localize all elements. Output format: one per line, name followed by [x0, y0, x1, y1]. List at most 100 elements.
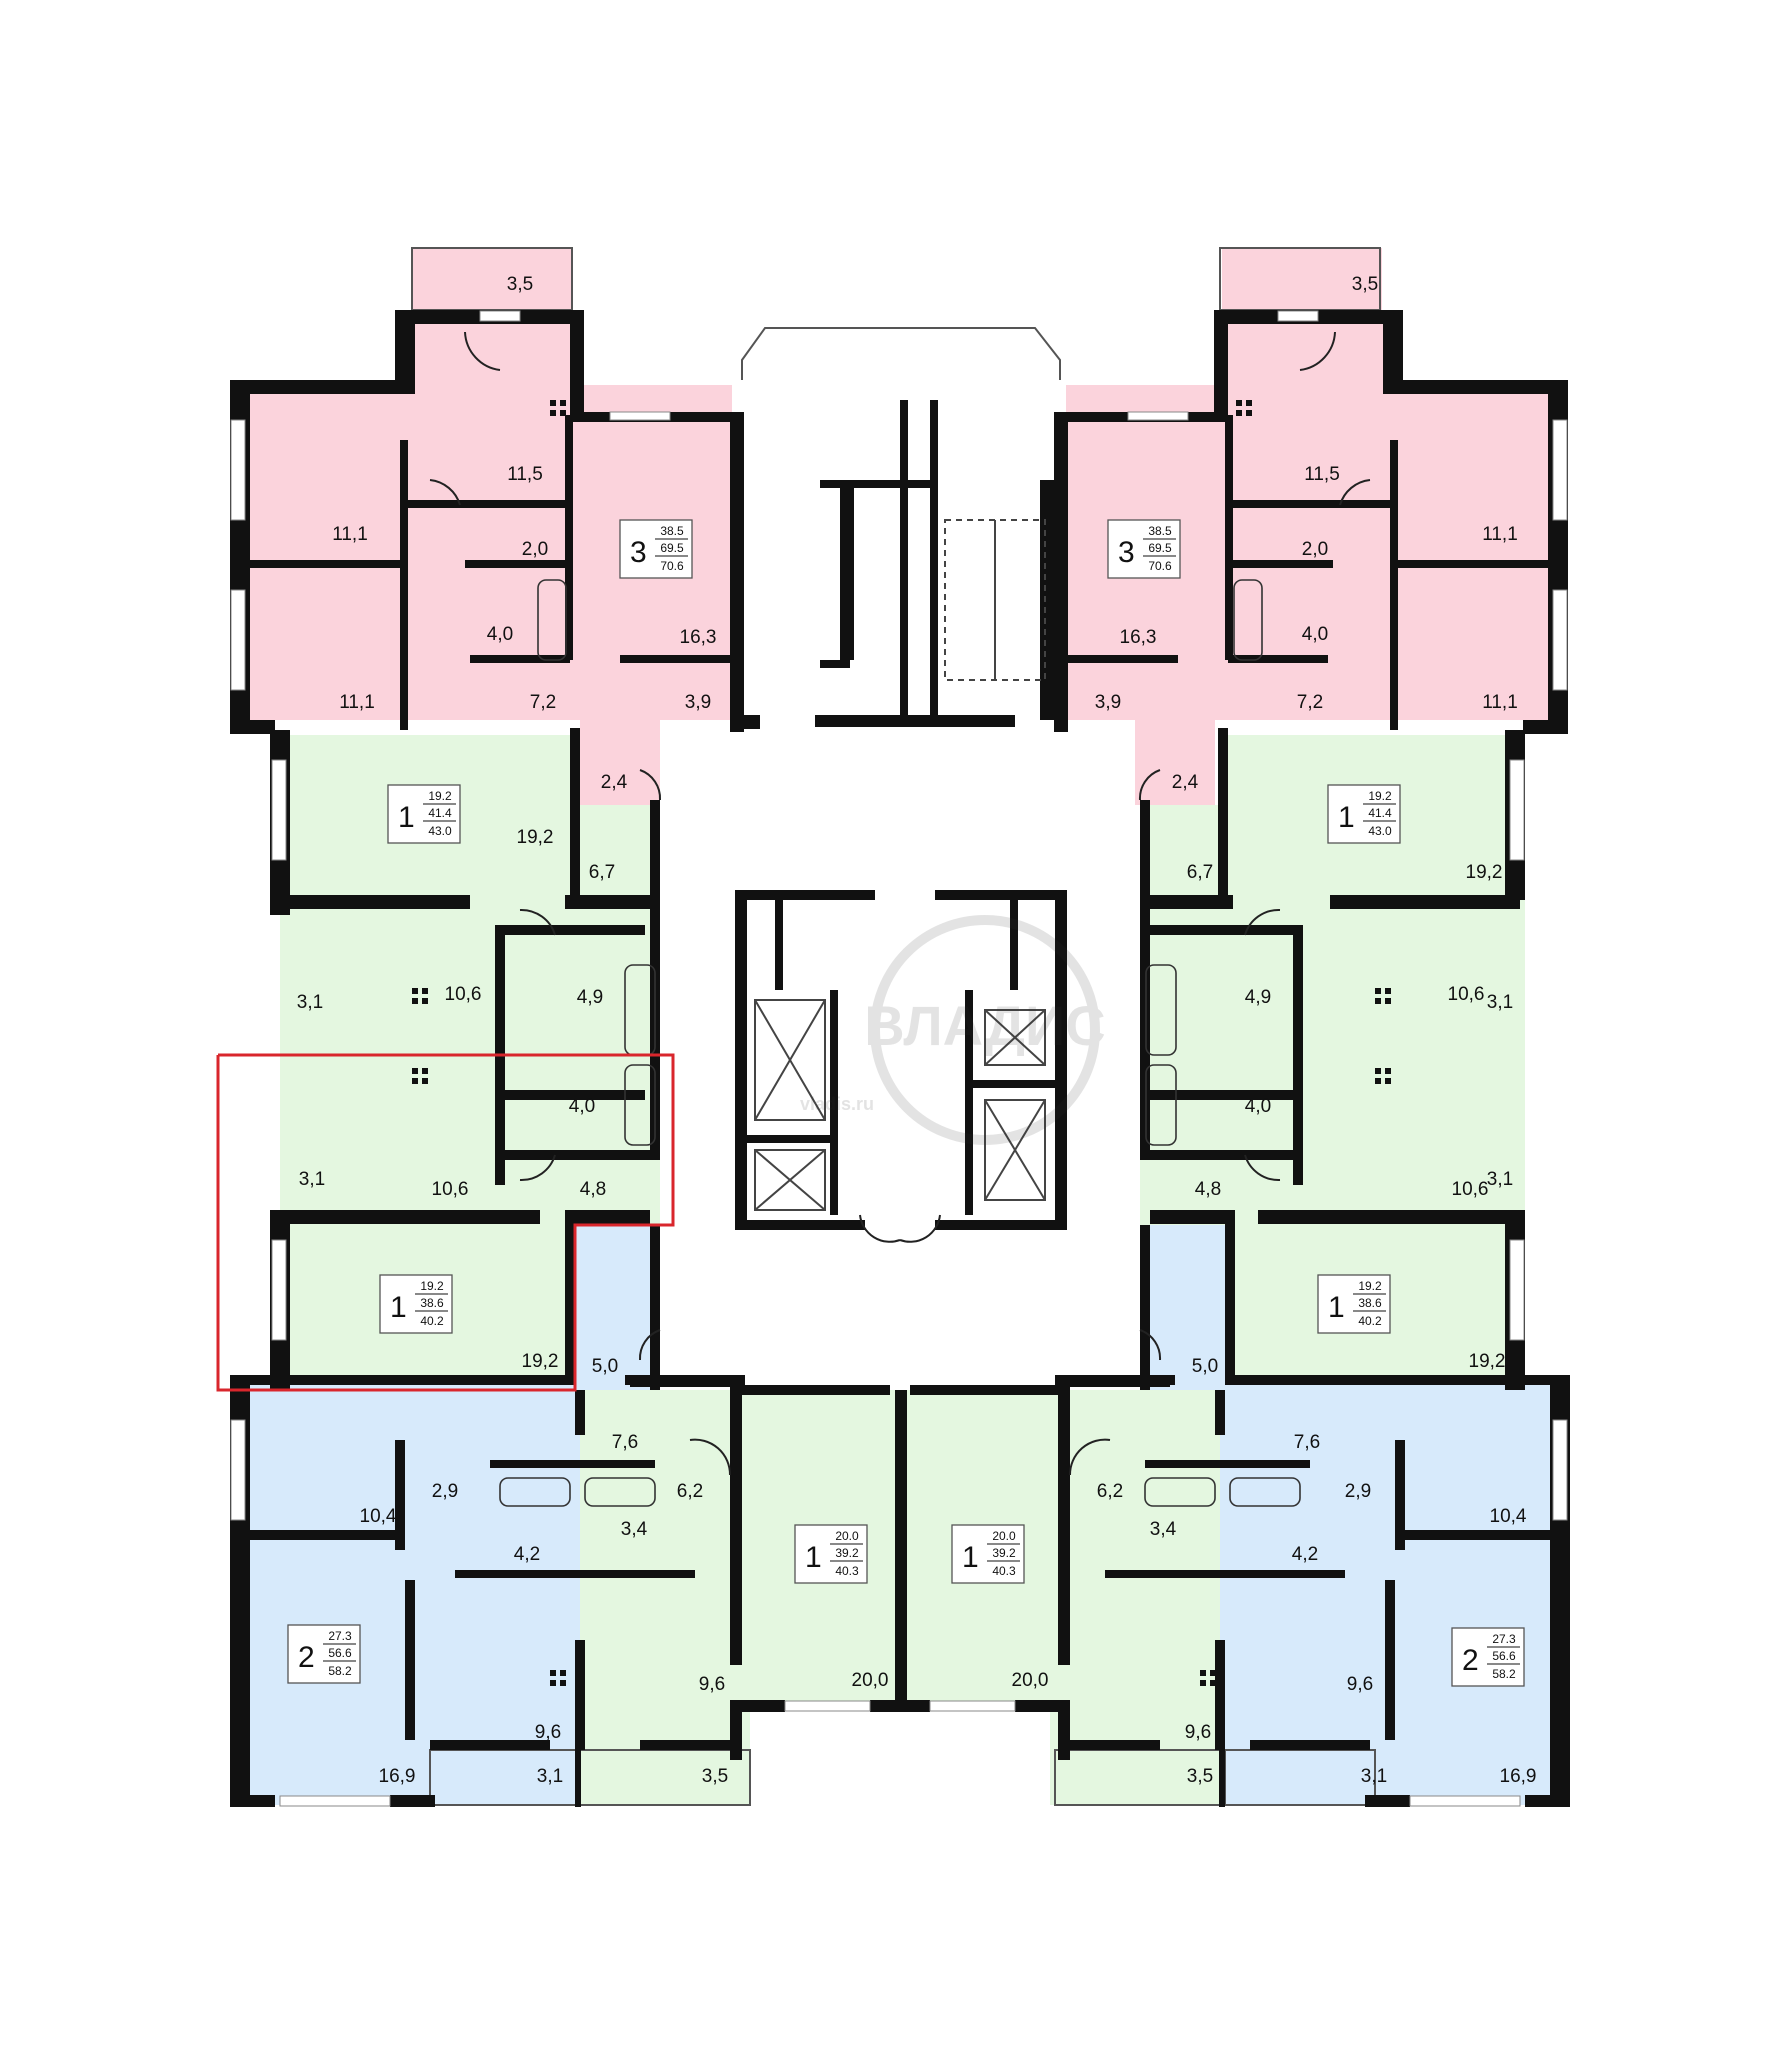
badge-rooms: 3	[630, 536, 647, 569]
room-area-label: 3,1	[1361, 1766, 1387, 1787]
room-area-label: 9,6	[1185, 1722, 1211, 1743]
badge-living-area: 38.5	[1148, 524, 1172, 538]
room-area-label: 9,6	[699, 1674, 725, 1695]
room-area-label: 10,6	[432, 1179, 469, 1200]
watermark-site: vladis.ru	[800, 1094, 874, 1114]
badge-total-area: 39.2	[992, 1546, 1016, 1560]
badge-total-area: 41.4	[1368, 806, 1392, 820]
room-area-label: 4,0	[1302, 624, 1328, 645]
room-area-label: 10,4	[1490, 1506, 1527, 1527]
watermark-brand: ВЛАДИС	[864, 994, 1105, 1057]
room-area-label: 3,4	[621, 1519, 648, 1540]
badge-frame	[1327, 784, 1401, 844]
apartment-badge: 2 27.3 56.6 58.2	[1451, 1627, 1525, 1687]
badge-living-area: 38.5	[660, 524, 684, 538]
badge-living-area: 27.3	[1492, 1632, 1516, 1646]
badge-living-area: 19.2	[1368, 789, 1392, 803]
badge-total-area: 56.6	[328, 1646, 352, 1660]
badge-frame	[379, 1274, 453, 1334]
badge-rooms: 1	[398, 801, 415, 834]
room-area-label: 10,6	[1452, 1179, 1489, 1200]
room-area-label: 16,3	[680, 627, 717, 648]
badge-frame	[619, 519, 693, 579]
room-area-label: 2,9	[1345, 1481, 1371, 1502]
apartment-badge: 120.039.240.3	[951, 1524, 1025, 1584]
badge-rooms: 2	[1462, 1644, 1479, 1677]
room-area-label: 20,0	[1012, 1670, 1049, 1691]
badge-rooms: 1	[805, 1541, 822, 1574]
badge-total-area: 38.6	[1358, 1296, 1382, 1310]
badge-rooms: 1	[1328, 1291, 1345, 1324]
badge-total-area: 41.4	[428, 806, 452, 820]
room-area-label: 11,1	[1482, 692, 1518, 713]
windows	[230, 310, 1568, 1807]
room-area-label: 20,0	[852, 1670, 889, 1691]
badge-frame	[794, 1524, 868, 1584]
badge-frame	[1107, 519, 1181, 579]
room-area-label: 11,1	[339, 692, 375, 713]
apartment-badge: 3 38.5 69.5 70.6	[619, 519, 693, 579]
badge-frame	[1451, 1627, 1525, 1687]
room-area-label: 19,2	[1466, 862, 1503, 883]
room-area-label: 10,6	[1448, 984, 1485, 1005]
room-area-label: 2,4	[1172, 772, 1199, 793]
room-area-label: 2,0	[522, 539, 548, 560]
room-area-label: 16,9	[379, 1766, 416, 1787]
room-area-label: 3,1	[1487, 1169, 1513, 1190]
room-area-label: 3,1	[1487, 992, 1513, 1013]
badge-total-area: 69.5	[660, 541, 684, 555]
badge-rooms: 1	[390, 1291, 407, 1324]
room-area-label: 10,4	[360, 1506, 397, 1527]
room-area-label: 3,5	[1187, 1766, 1213, 1787]
room-area-label: 4,9	[577, 987, 603, 1008]
badge-overall-area: 43.0	[428, 824, 452, 838]
badge-total-area: 39.2	[835, 1546, 859, 1560]
room-area-label: 4,2	[1292, 1544, 1318, 1565]
room-area-label: 11,1	[332, 524, 368, 545]
bathroom-fixtures	[499, 579, 1301, 1507]
badge-total-area: 56.6	[1492, 1649, 1516, 1663]
room-area-label: 2,0	[1302, 539, 1328, 560]
room-area-label: 3,1	[537, 1766, 563, 1787]
room-area-label: 11,5	[1304, 464, 1340, 485]
room-area-label: 7,6	[1294, 1432, 1320, 1453]
room-area-label: 5,0	[1192, 1356, 1218, 1377]
badge-living-area: 20.0	[992, 1529, 1016, 1543]
room-area-label: 4,0	[569, 1096, 595, 1117]
badge-overall-area: 40.2	[420, 1314, 444, 1328]
badge-living-area: 27.3	[328, 1629, 352, 1643]
selected-apartment-outline[interactable]	[216, 1053, 675, 1392]
room-area-label: 3,4	[1150, 1519, 1177, 1540]
apartment-badge: 1 19.2 41.4 43.0	[1327, 784, 1401, 844]
room-area-label: 9,6	[1347, 1674, 1373, 1695]
badge-living-area: 19.2	[1358, 1279, 1382, 1293]
badge-overall-area: 70.6	[1148, 559, 1172, 573]
badge-frame	[287, 1624, 361, 1684]
room-area-label: 10,6	[445, 984, 482, 1005]
room-area-label: 7,2	[1297, 692, 1323, 713]
stove-icons	[412, 400, 1391, 1686]
apartment-badge: 120.039.240.3	[794, 1524, 868, 1584]
badge-frame	[1317, 1274, 1391, 1334]
badge-rooms: 1	[1338, 801, 1355, 834]
room-area-label: 6,7	[1187, 862, 1213, 883]
room-area-label: 4,8	[1195, 1179, 1221, 1200]
badge-overall-area: 58.2	[1492, 1667, 1516, 1681]
room-area-label: 3,9	[1095, 692, 1121, 713]
room-area-label: 6,2	[1097, 1481, 1123, 1502]
badge-overall-area: 70.6	[660, 559, 684, 573]
room-area-label: 3,5	[702, 1766, 728, 1787]
room-area-label: 11,5	[507, 464, 543, 485]
room-area-label: 3,5	[507, 274, 533, 295]
badge-overall-area: 43.0	[1368, 824, 1392, 838]
apartment-badge: 119.238.640.2	[379, 1274, 453, 1334]
apartment-badge: 1 19.2 41.4 43.0	[387, 784, 461, 844]
room-area-label: 2,9	[432, 1481, 458, 1502]
badge-frame	[387, 784, 461, 844]
room-area-label: 4,9	[1245, 987, 1271, 1008]
badge-living-area: 19.2	[428, 789, 452, 803]
room-area-label: 9,6	[535, 1722, 561, 1743]
doors	[429, 331, 1371, 1476]
